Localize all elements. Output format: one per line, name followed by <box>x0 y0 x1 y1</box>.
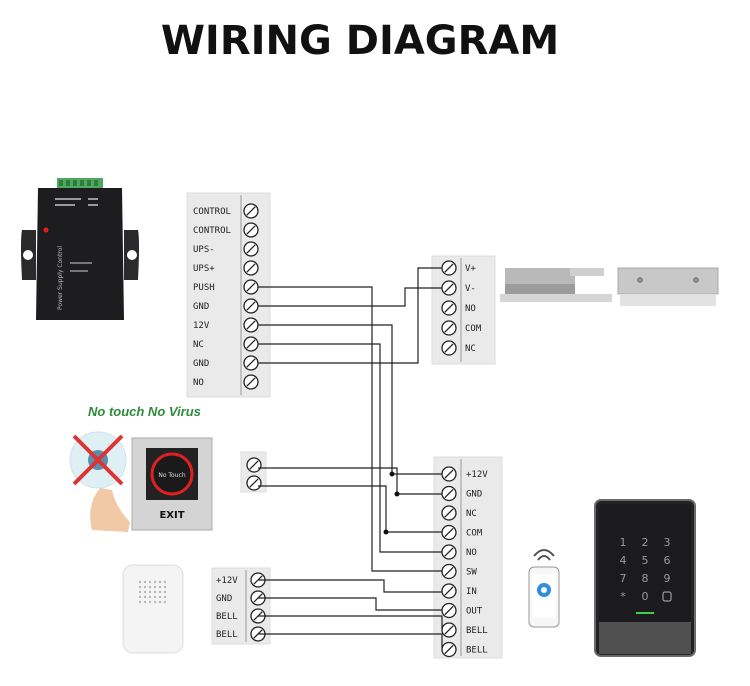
keypad-key: 0 <box>642 590 649 603</box>
screw-terminal <box>441 280 457 296</box>
wire <box>258 579 442 593</box>
smartphone <box>528 549 560 628</box>
terminal-label: NC <box>193 340 204 350</box>
wire <box>258 267 442 364</box>
lock-terminal-block: V+ V- NO COM NC <box>431 255 496 365</box>
keypad-key: 3 <box>664 536 671 549</box>
wire-junction <box>389 471 395 477</box>
wire <box>258 615 443 629</box>
screw-terminal <box>243 260 259 276</box>
no-touch-caption: No touch No Virus <box>88 404 201 419</box>
terminal-label: GND <box>216 594 232 604</box>
keypad-key: 5 <box>642 554 649 567</box>
screw-terminal <box>441 485 457 502</box>
terminal-label: BELL <box>466 626 488 636</box>
terminal-label: UPS+ <box>193 264 215 274</box>
diagram-title: WIRING DIAGRAM <box>160 18 560 64</box>
keypad-key: 7 <box>620 572 627 585</box>
screw-terminal <box>243 317 259 333</box>
wire-junction <box>394 491 400 497</box>
screw-terminal <box>441 602 457 619</box>
keypad-key: 4 <box>620 554 627 567</box>
screw-terminal <box>441 583 457 599</box>
terminal-label: BELL <box>466 646 488 656</box>
terminal-label: GND <box>193 359 209 369</box>
terminal-label: SW <box>466 568 477 578</box>
wire <box>258 343 442 553</box>
screw-terminal <box>243 222 259 238</box>
terminal-label: BELL <box>216 630 238 640</box>
exit-plate-text: EXIT <box>159 510 184 521</box>
terminal-label: NC <box>466 509 477 519</box>
terminal-label: GND <box>466 490 482 500</box>
terminal-label: GND <box>193 302 209 312</box>
terminal-label: 12V <box>193 321 210 331</box>
wire-junction <box>383 529 389 535</box>
terminal-label: PUSH <box>193 283 215 293</box>
wire <box>258 286 442 572</box>
screw-terminal <box>441 544 457 560</box>
screw-terminal <box>441 260 457 276</box>
screw-terminal <box>441 641 457 658</box>
terminal-label: OUT <box>466 607 483 617</box>
terminal-label: NO <box>465 304 476 314</box>
terminal-label: NO <box>193 378 204 388</box>
keypad-terminal-block: +12V GND NC COM NO SW IN OUT BELL BELL <box>433 456 503 659</box>
screw-terminal <box>243 241 259 257</box>
terminal-label: V+ <box>465 264 476 274</box>
wire <box>258 633 443 648</box>
power-supply-device: Power Supply Control <box>21 178 139 320</box>
screw-terminal <box>243 336 259 352</box>
screw-terminal <box>441 320 457 336</box>
screw-terminal <box>246 475 262 491</box>
screw-terminal <box>441 505 457 521</box>
terminal-label: NO <box>466 548 477 558</box>
wire <box>258 324 442 475</box>
wire <box>258 467 398 494</box>
screw-terminal <box>441 524 457 541</box>
screw-terminal <box>441 340 457 356</box>
screw-terminal <box>243 374 259 390</box>
doorbell-device <box>122 564 184 654</box>
keypad-key: * <box>620 590 626 603</box>
keypad-key: 9 <box>664 572 671 585</box>
terminal-label: UPS- <box>193 245 215 255</box>
keypad-device: 1 2 3 4 5 6 7 8 9 * 0 <box>594 499 696 657</box>
terminal-label: CONTROL <box>193 207 231 217</box>
screw-terminal <box>243 279 259 295</box>
screw-terminal <box>441 622 457 638</box>
keypad-key: 2 <box>642 536 649 549</box>
power-supply-panel-label: Power Supply Control <box>57 246 64 310</box>
exit-terminal-block <box>240 451 267 493</box>
screw-terminal <box>246 457 262 473</box>
terminal-label: BELL <box>216 612 238 622</box>
screw-terminal <box>243 355 259 371</box>
screw-terminal <box>243 203 259 219</box>
exit-button-face-text: No Touch <box>158 472 185 479</box>
exit-button-device: No Touch EXIT <box>69 431 213 532</box>
screw-terminal <box>243 298 259 314</box>
terminal-label: COM <box>466 529 483 539</box>
keypad-key: 1 <box>620 536 627 549</box>
screw-terminal <box>441 466 457 482</box>
terminal-label: NC <box>465 344 476 354</box>
terminal-label: COM <box>465 324 482 334</box>
magnetic-lock <box>500 267 719 306</box>
power-supply-terminal-block: CONTROL CONTROL UPS- UPS+ PUSH GND 12V NC GND NO <box>186 192 271 398</box>
terminal-label: IN <box>466 587 477 597</box>
wire-junctions <box>383 471 400 535</box>
screw-terminal <box>441 563 457 580</box>
terminal-label: +12V <box>216 576 238 586</box>
screw-terminal <box>441 300 457 316</box>
terminal-label: +12V <box>466 470 488 480</box>
wire <box>258 485 387 532</box>
wire <box>258 597 442 611</box>
wires <box>258 267 443 648</box>
terminal-label: CONTROL <box>193 226 231 236</box>
wire <box>258 287 442 307</box>
keypad-key: 8 <box>642 572 649 585</box>
terminal-label: V- <box>465 284 476 294</box>
keypad-key: 6 <box>664 554 671 567</box>
